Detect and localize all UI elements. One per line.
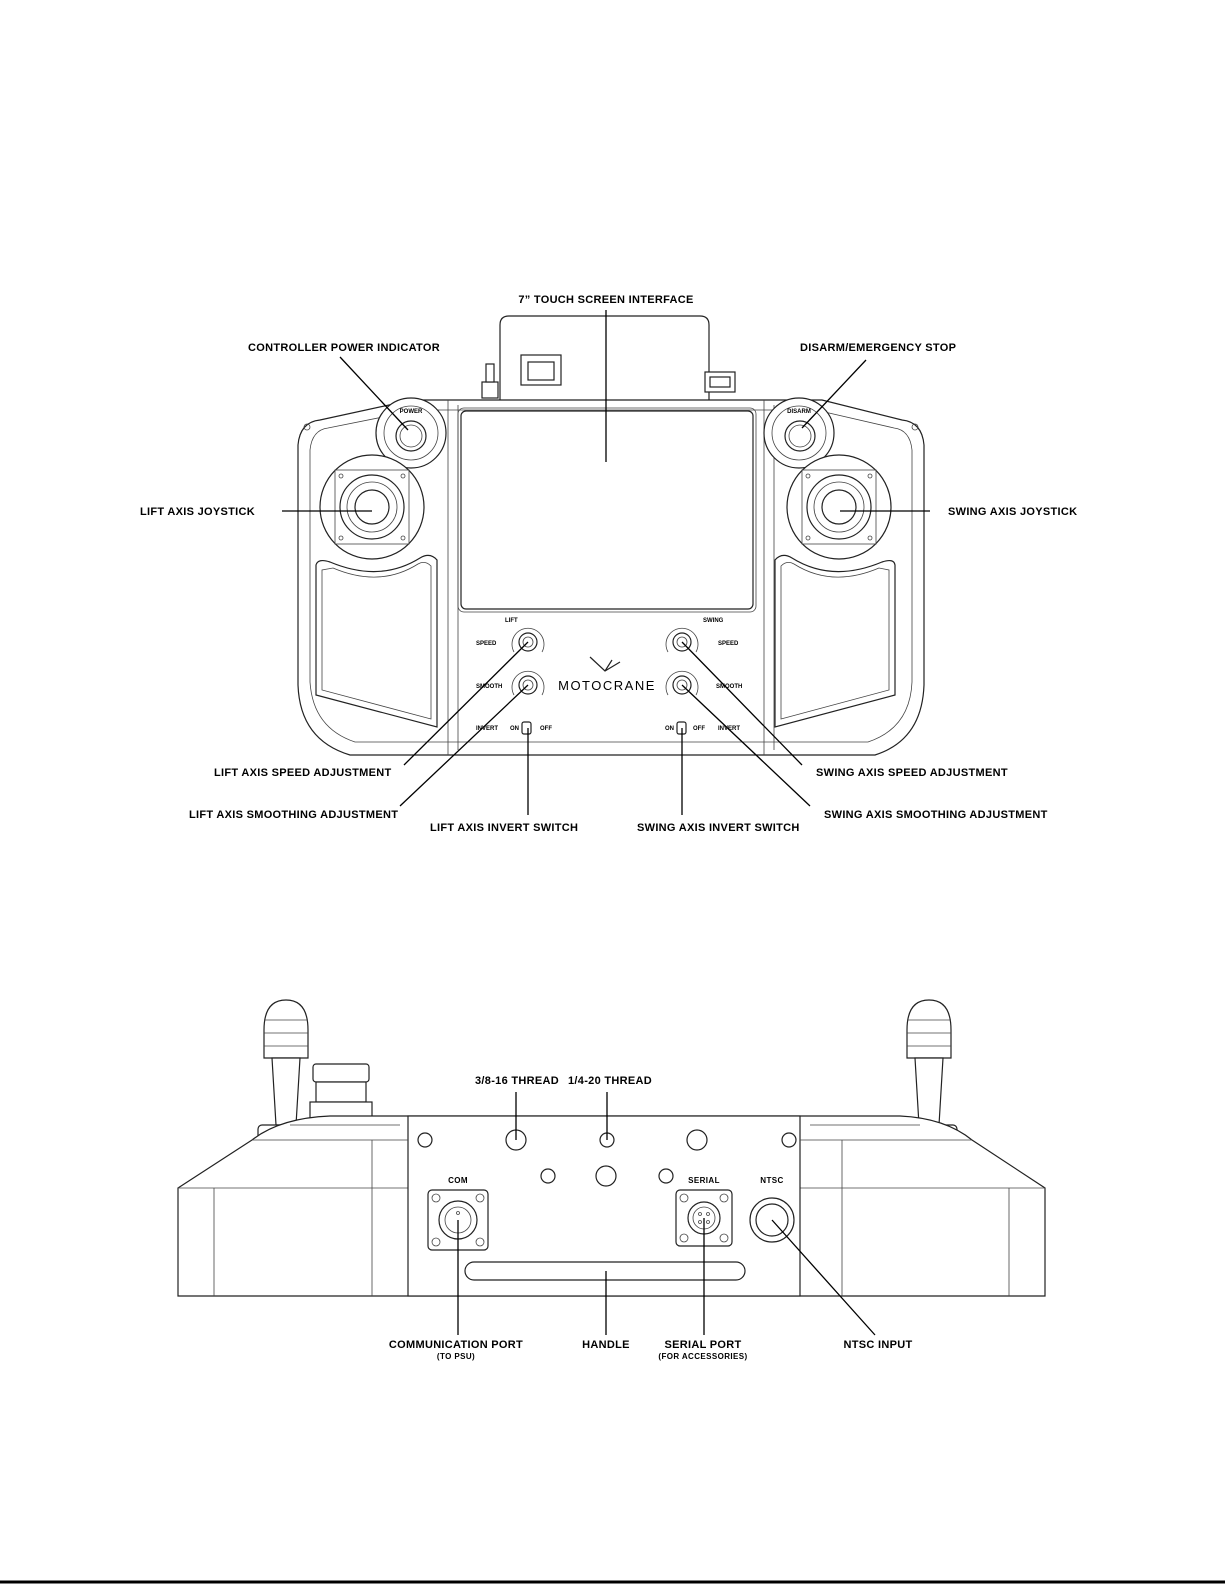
lift-speed-label: LIFT AXIS SPEED ADJUSTMENT (214, 767, 392, 779)
emergency-stop-label: DISARM/EMERGENCY STOP (800, 342, 956, 354)
swing-invert-label: SWING AXIS INVERT SWITCH (637, 822, 800, 834)
swing-panel-text: SWING (703, 618, 724, 624)
com-text: COM (448, 1176, 468, 1185)
serial-port-sublabel: (FOR ACCESSORIES) (658, 1352, 747, 1361)
lift-speed-text: SPEED (476, 641, 497, 647)
serial-port-label: SERIAL PORT (664, 1339, 741, 1351)
rear-power-button (309, 1063, 373, 1119)
lift-on-text: ON (510, 726, 519, 732)
handle[interactable] (464, 1261, 746, 1281)
touch-screen-label: 7” TOUCH SCREEN INTERFACE (518, 294, 693, 306)
front-view: POWER DISARM (140, 294, 1077, 834)
swing-smooth-knob[interactable] (665, 670, 699, 696)
swing-speed-text: SPEED (718, 641, 739, 647)
serial-text: SERIAL (688, 1176, 720, 1185)
power-text: POWER (400, 409, 423, 415)
comm-port-sublabel: (TO PSU) (437, 1352, 475, 1361)
lift-smooth-knob[interactable] (511, 670, 545, 696)
lift-invert-label: LIFT AXIS INVERT SWITCH (430, 822, 578, 834)
lift-off-text: OFF (540, 726, 552, 732)
rear-view: COM SERIAL NTSC 3/8-16 THREAD 1/4-20 THR… (177, 999, 1046, 1361)
power-indicator-label: CONTROLLER POWER INDICATOR (248, 342, 440, 354)
ntsc-text: NTSC (760, 1176, 783, 1185)
right-grip-pad (774, 554, 896, 728)
lift-invert-text: INVERT (476, 726, 498, 732)
lift-speed-knob[interactable] (511, 627, 545, 653)
lift-joystick-label: LIFT AXIS JOYSTICK (140, 506, 255, 518)
lift-invert-switch[interactable] (521, 721, 532, 735)
thread-3-8-16-label: 3/8-16 THREAD (475, 1075, 559, 1087)
ntsc-input-label: NTSC INPUT (844, 1339, 913, 1351)
left-grip-pad (315, 554, 438, 728)
swing-speed-label: SWING AXIS SPEED ADJUSTMENT (816, 767, 1008, 779)
lift-smoothing-label: LIFT AXIS SMOOTHING ADJUSTMENT (189, 809, 398, 821)
motocrane-logo-icon (589, 656, 621, 672)
swing-smoothing-label: SWING AXIS SMOOTHING ADJUSTMENT (824, 809, 1048, 821)
swing-smooth-text: SMOOTH (716, 684, 742, 690)
swing-on-text: ON (665, 726, 674, 732)
swing-speed-knob[interactable] (665, 627, 699, 653)
swing-joystick-label: SWING AXIS JOYSTICK (948, 506, 1077, 518)
lift-panel-text: LIFT (505, 618, 518, 624)
touch-screen[interactable] (460, 410, 754, 610)
swing-axis-joystick[interactable] (786, 454, 892, 560)
disarm-emergency-stop-button[interactable]: DISARM (763, 397, 835, 469)
power-indicator-button[interactable]: POWER (375, 397, 447, 469)
swing-off-text: OFF (693, 726, 705, 732)
thread-1-4-20-label: 1/4-20 THREAD (568, 1075, 652, 1087)
comm-port-label: COMMUNICATION PORT (389, 1339, 523, 1351)
lift-smooth-text: SMOOTH (476, 684, 502, 690)
handle-label: HANDLE (582, 1339, 630, 1351)
lift-axis-joystick[interactable] (319, 454, 425, 560)
brand-text: MOTOCRANE (558, 678, 656, 693)
disarm-text: DISARM (787, 409, 811, 415)
top-connectors (481, 315, 736, 405)
